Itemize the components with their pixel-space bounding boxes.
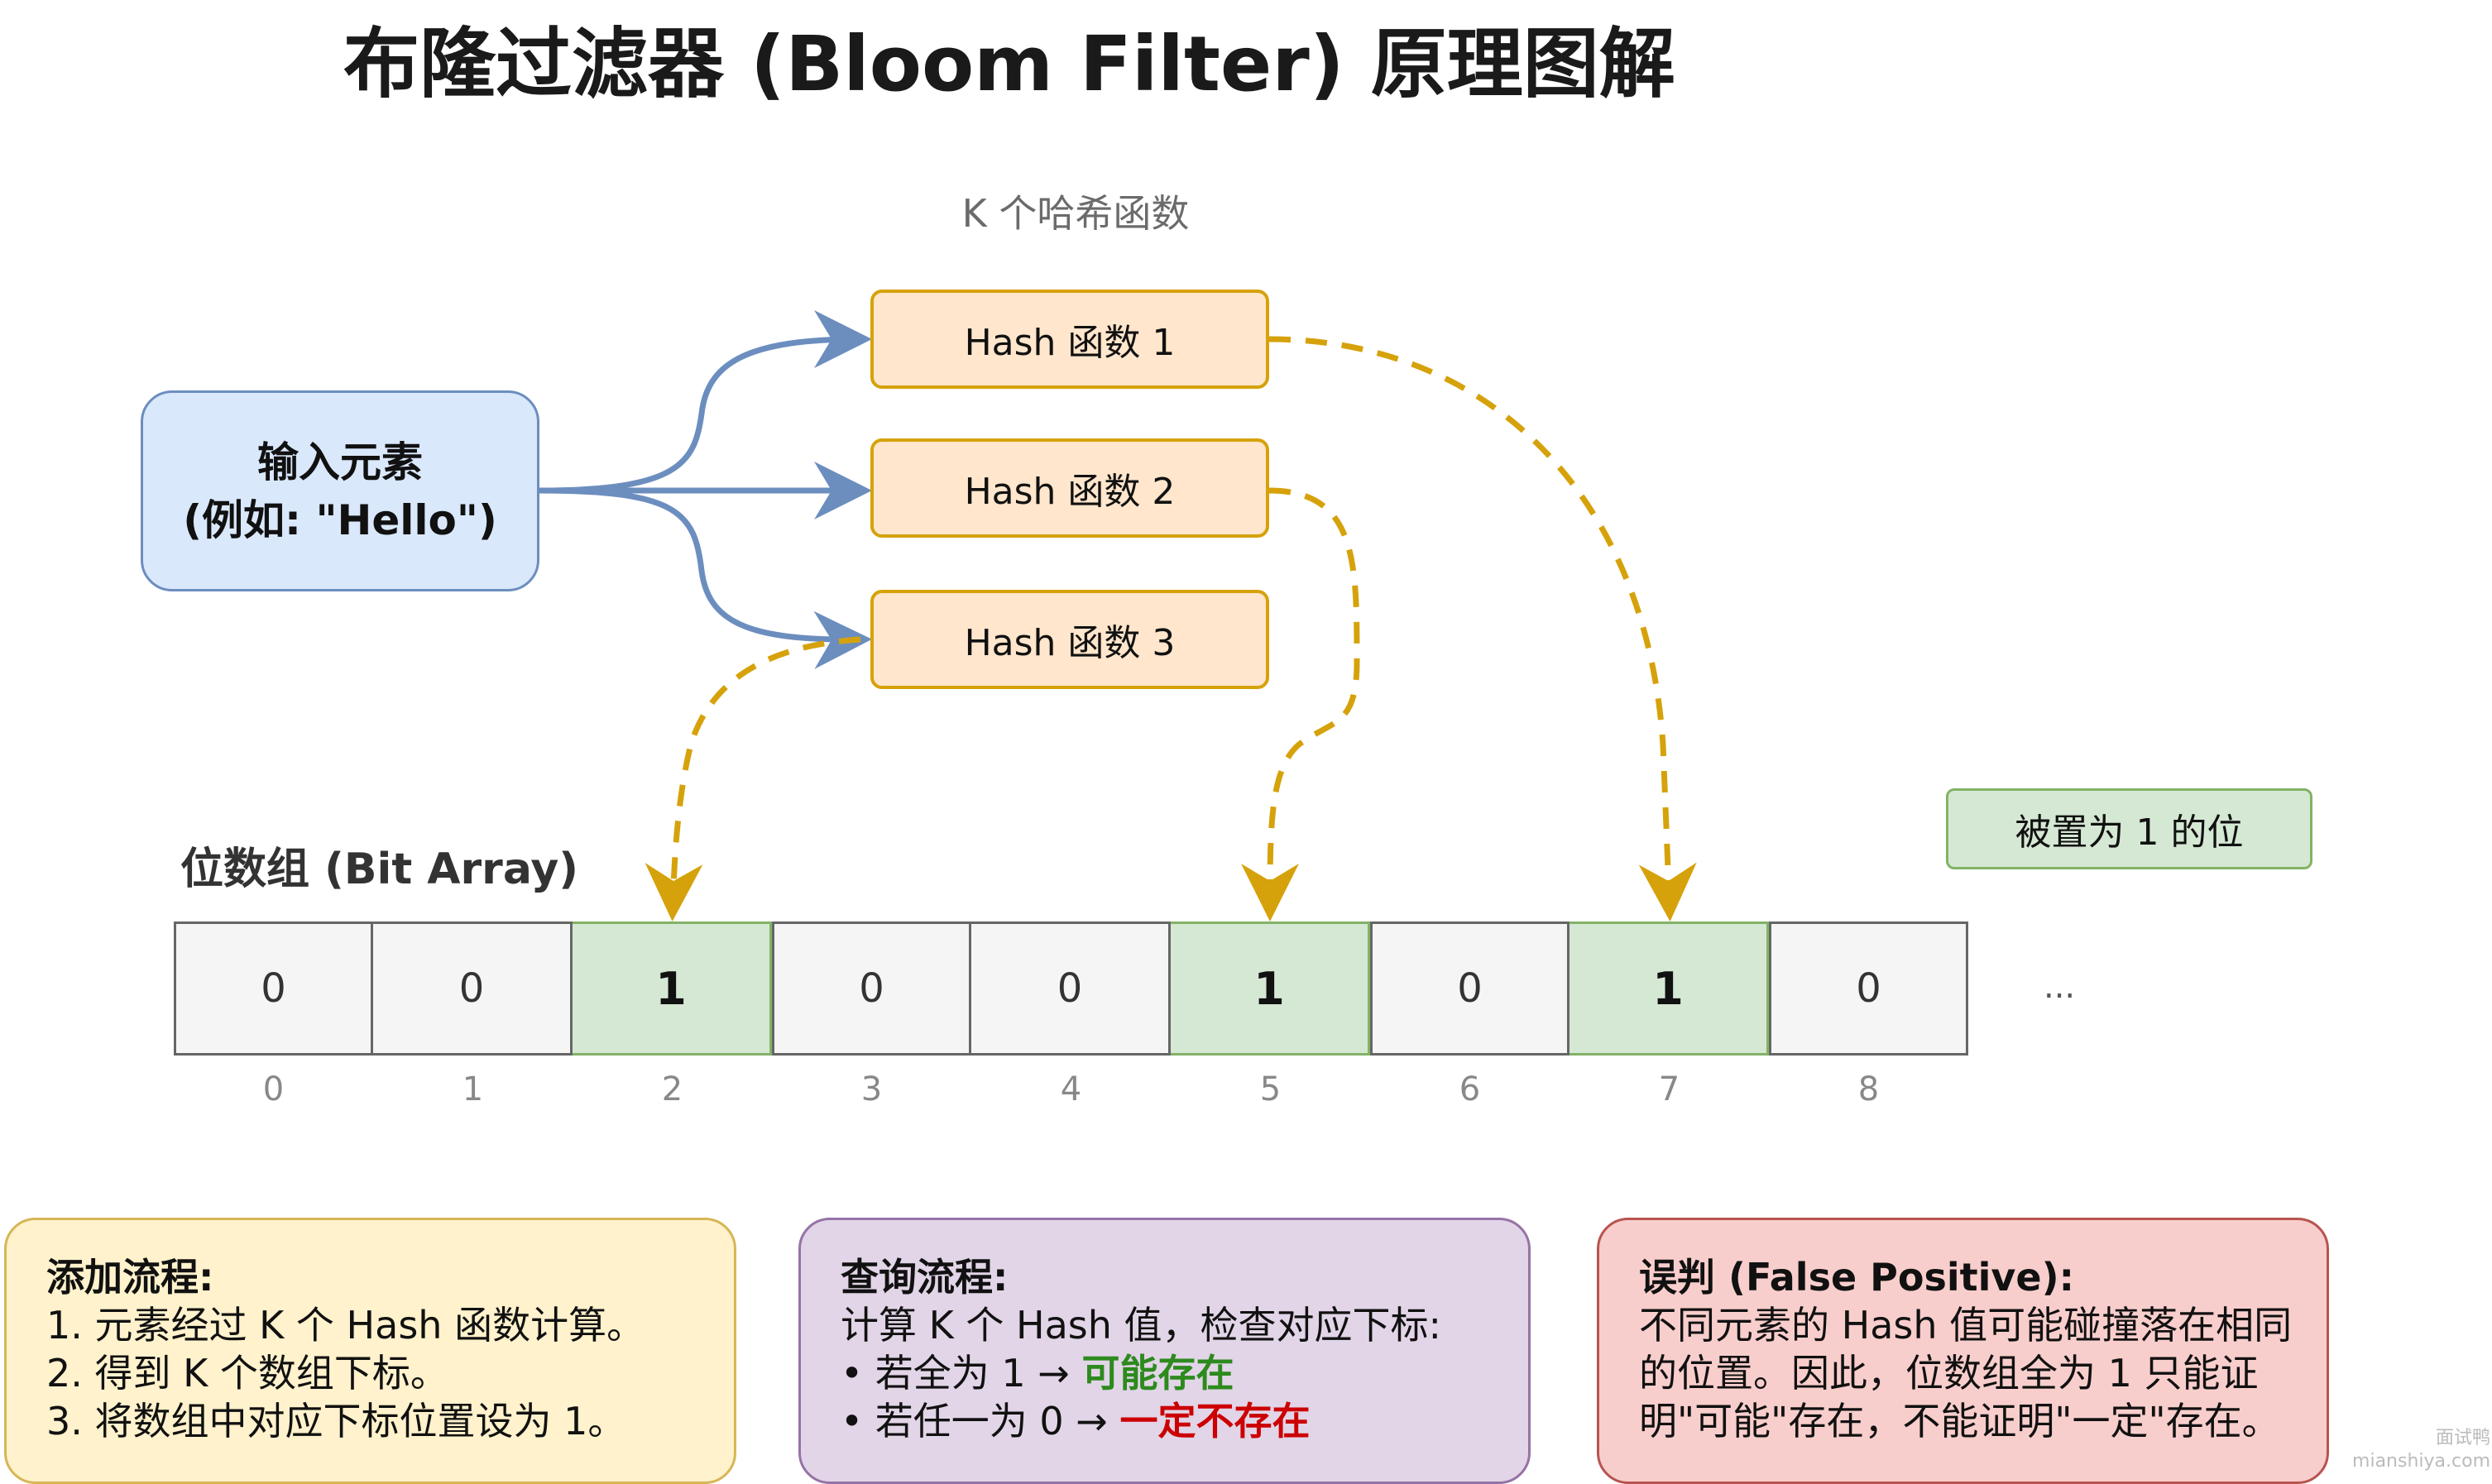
watermark-brand: 面试鸭 xyxy=(2435,1428,2490,1448)
watermark-url: mianshiya.com xyxy=(2352,1451,2490,1472)
note-add-step-2: 2. 得到 K 个数组下标。 xyxy=(46,1351,448,1395)
bit-array: 0 0 1 0 0 1 0 1 0 xyxy=(174,922,1971,1056)
hash-functions-caption: K 个哈希函数 xyxy=(961,191,1190,236)
arrow-input-to-hash-3 xyxy=(539,487,872,669)
note-fp-line-3: 明"可能"存在，不能证明"一定"存在。 xyxy=(1639,1399,2280,1443)
bit-cell-0: 0 xyxy=(174,922,373,1056)
note-fp-heading: 误判 (False Positive): xyxy=(1639,1255,2074,1300)
arrow-hash-2-to-bit-5 xyxy=(1241,487,1360,922)
note-query-any-zero: • 若任一为 0 → xyxy=(841,1399,1120,1443)
bit-index-6: 6 xyxy=(1459,1070,1481,1108)
bit-index-row: 0 1 2 3 4 5 6 7 8 xyxy=(174,1070,1971,1120)
bit-cell-7: 1 xyxy=(1569,922,1769,1056)
hash-function-2: Hash 函数 2 xyxy=(870,438,1269,538)
hash-function-1: Hash 函数 1 xyxy=(870,290,1269,389)
result-definitely-absent: 一定不存在 xyxy=(1119,1399,1311,1443)
result-maybe-exists: 可能存在 xyxy=(1081,1351,1234,1395)
note-query-line-1: 计算 K 个 Hash 值，检查对应下标: xyxy=(841,1303,1442,1348)
note-query-heading: 查询流程: xyxy=(841,1255,1009,1300)
bit-array-ellipsis: ... xyxy=(2044,968,2076,1006)
bit-index-3: 3 xyxy=(860,1070,883,1108)
input-element-label: 输入元素 xyxy=(257,438,423,486)
note-add-heading: 添加流程: xyxy=(46,1255,214,1300)
bit-cell-4: 0 xyxy=(971,922,1171,1056)
input-element-node: 输入元素 (例如: "Hello") xyxy=(141,390,539,591)
bit-array-title: 位数组 (Bit Array) xyxy=(180,845,578,894)
bit-index-2: 2 xyxy=(661,1070,683,1108)
bit-cell-2: 1 xyxy=(573,922,772,1056)
note-fp-line-1: 不同元素的 Hash 值可能碰撞落在相同 xyxy=(1639,1303,2293,1348)
note-add-step-3: 3. 将数组中对应下标位置设为 1。 xyxy=(46,1399,626,1443)
note-query-process: 查询流程: 计算 K 个 Hash 值，检查对应下标: • 若全为 1 → 可能… xyxy=(798,1218,1531,1484)
note-add-step-1: 1. 元素经过 K 个 Hash 函数计算。 xyxy=(46,1303,645,1348)
bit-cell-3: 0 xyxy=(772,922,971,1056)
bit-cell-8: 0 xyxy=(1769,922,1968,1056)
bit-cell-6: 0 xyxy=(1370,922,1569,1056)
bit-index-7: 7 xyxy=(1658,1070,1680,1108)
note-query-line-3: • 若任一为 0 → 一定不存在 xyxy=(841,1397,1528,1445)
legend-set-bit: 被置为 1 的位 xyxy=(1946,788,2312,869)
hash-function-3: Hash 函数 3 xyxy=(870,590,1269,689)
note-false-positive: 误判 (False Positive): 不同元素的 Hash 值可能碰撞落在相… xyxy=(1597,1218,2329,1484)
bit-cell-1: 0 xyxy=(373,922,573,1056)
note-query-all-ones: • 若全为 1 → xyxy=(841,1351,1082,1395)
bit-cell-5: 1 xyxy=(1171,922,1370,1056)
bit-index-0: 0 xyxy=(262,1070,285,1108)
arrow-hash-1-to-bit-7 xyxy=(1268,336,1697,922)
arrow-input-to-hash-1 xyxy=(539,310,872,494)
bit-index-1: 1 xyxy=(462,1070,484,1108)
note-query-line-2: • 若全为 1 → 可能存在 xyxy=(841,1349,1528,1397)
bit-index-8: 8 xyxy=(1857,1070,1880,1108)
bit-index-4: 4 xyxy=(1060,1070,1082,1108)
note-add-process: 添加流程: 1. 元素经过 K 个 Hash 函数计算。 2. 得到 K 个数组… xyxy=(4,1218,736,1484)
note-fp-line-2: 的位置。因此，位数组全为 1 只能证 xyxy=(1639,1351,2259,1395)
bit-index-5: 5 xyxy=(1259,1070,1282,1108)
watermark: 面试鸭 mianshiya.com xyxy=(2341,1427,2490,1477)
page-title: 布隆过滤器 (Bloom Filter) 原理图解 xyxy=(343,20,1675,108)
input-element-example: (例如: "Hello") xyxy=(183,495,497,544)
